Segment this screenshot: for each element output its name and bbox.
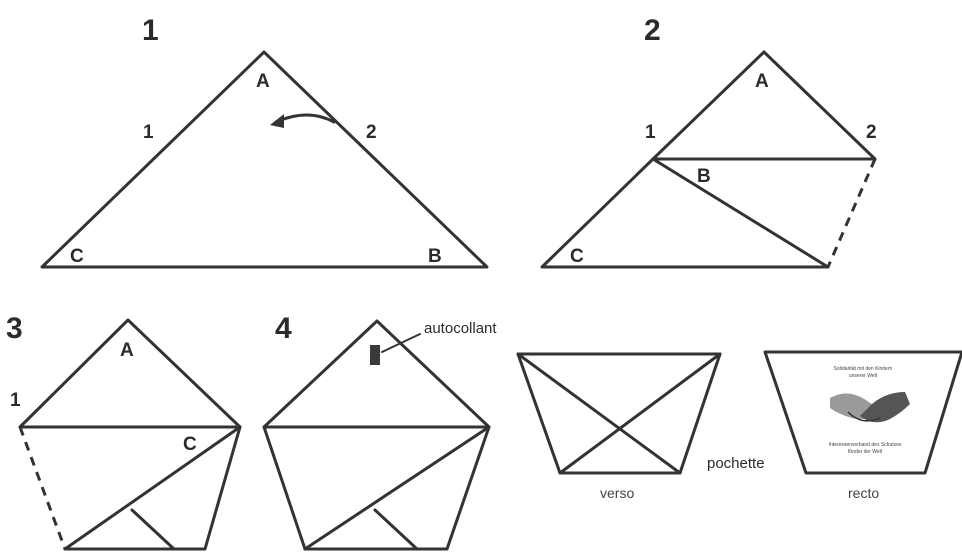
step-1-vertex-c: C bbox=[70, 246, 84, 267]
step-2-point-2: 2 bbox=[866, 122, 877, 143]
step-4: 4 autocollant bbox=[264, 312, 497, 549]
step-1: 1 A C B 1 2 bbox=[42, 14, 487, 267]
step-3-number: 3 bbox=[6, 312, 23, 345]
step-4-inner-fold-2 bbox=[375, 510, 417, 549]
step-2-lower-shape bbox=[542, 159, 828, 267]
step-3-vertex-c: C bbox=[183, 434, 197, 455]
sticker-pointer bbox=[382, 334, 420, 352]
step-3-top-triangle bbox=[20, 320, 240, 427]
step-1-number: 1 bbox=[142, 14, 159, 47]
step-3-fold-line bbox=[20, 427, 65, 549]
step-2: 2 A B C 1 2 bbox=[542, 14, 877, 267]
step-3: 3 A C 1 bbox=[6, 312, 240, 549]
recto-label: recto bbox=[848, 485, 879, 501]
step-2-vertex-b: B bbox=[697, 166, 711, 187]
fold-arrow bbox=[276, 115, 334, 122]
recto-text-bottom-1: Interessenverband des Schutzes bbox=[829, 442, 902, 448]
step-2-point-1: 1 bbox=[645, 122, 656, 143]
pocket-label: pochette bbox=[707, 455, 765, 472]
verso-label: verso bbox=[600, 485, 634, 501]
recto-text-top-1: Solidarität mit den Kindern bbox=[834, 366, 893, 372]
recto-text-top-2: unserer Welt bbox=[849, 373, 878, 379]
step-2-fold-line bbox=[828, 159, 875, 267]
recto-text-bottom-2: Kinder der Welt bbox=[848, 449, 883, 455]
verso-diagonal-1 bbox=[518, 354, 680, 473]
step-4-number: 4 bbox=[275, 312, 292, 345]
step-2-number: 2 bbox=[644, 14, 661, 47]
verso-trapezoid bbox=[518, 354, 720, 473]
step-1-vertex-a: A bbox=[256, 71, 270, 92]
verso-diagonal-2 bbox=[560, 354, 720, 473]
step-2-vertex-c: C bbox=[570, 246, 584, 267]
step-1-point-2: 2 bbox=[366, 122, 377, 143]
fold-arrow-head bbox=[270, 114, 284, 128]
step-3-inner-fold-2 bbox=[132, 510, 174, 549]
step-2-vertex-a: A bbox=[755, 71, 769, 92]
handshake-icon bbox=[830, 392, 910, 422]
step-3-vertex-a: A bbox=[120, 340, 134, 361]
step-2-upper-triangle bbox=[653, 52, 875, 159]
step-3-point-1: 1 bbox=[10, 390, 21, 411]
sticker-icon bbox=[370, 345, 380, 365]
pocket-recto: Solidarität mit den Kindern unserer Welt… bbox=[765, 352, 962, 501]
step-1-vertex-b: B bbox=[428, 246, 442, 267]
sticker-label: autocollant bbox=[424, 320, 497, 337]
step-1-point-1: 1 bbox=[143, 122, 154, 143]
pocket-verso: verso bbox=[518, 354, 720, 501]
